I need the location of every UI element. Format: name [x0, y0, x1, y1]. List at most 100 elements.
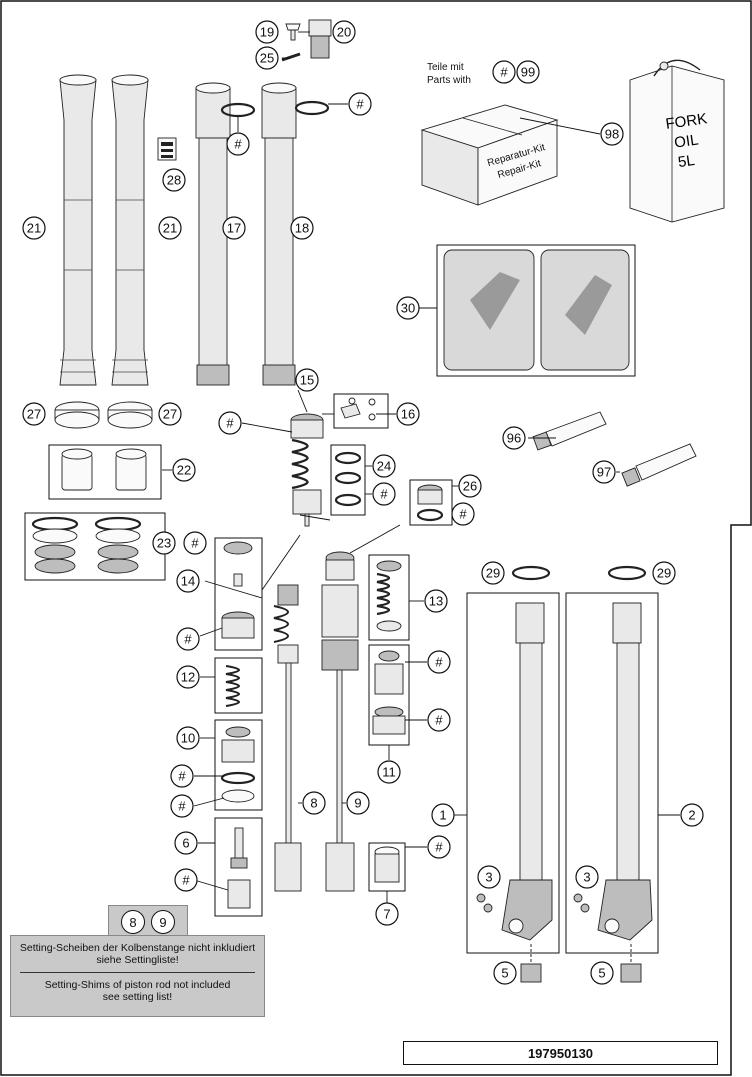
svg-text:12: 12: [181, 670, 195, 685]
o-ring-18: [294, 100, 330, 116]
callout-97: 97: [592, 460, 616, 484]
setting-ref-9: 9: [151, 910, 175, 934]
svg-text:17: 17: [227, 221, 241, 236]
repair-kit-box: [420, 104, 559, 206]
callout-10: 10: [176, 726, 200, 750]
svg-text:#: #: [184, 632, 192, 647]
oil-label-3: 5L: [677, 152, 696, 171]
spring-13: [368, 554, 410, 641]
callout-3a: 3: [477, 865, 501, 889]
svg-text:2: 2: [688, 808, 695, 823]
svg-text:20: 20: [337, 25, 351, 40]
setting-note-en-2: see setting list!: [102, 991, 173, 1003]
callout-hash-23: #: [183, 531, 207, 555]
setting-note-de-2: siehe Settingliste!: [96, 954, 179, 966]
callout-6: 6: [174, 831, 198, 855]
svg-text:#: #: [178, 799, 186, 814]
svg-text:27: 27: [27, 407, 41, 422]
grease-tube-97: [621, 443, 697, 487]
callout-21a: 21: [22, 216, 46, 240]
callout-27a: 27: [22, 402, 46, 426]
svg-text:11: 11: [382, 765, 396, 780]
o-ring-29a: [511, 565, 551, 581]
compression-valve-10: [214, 719, 263, 811]
svg-text:#: #: [226, 416, 234, 431]
callout-19: 19: [255, 20, 279, 44]
rebound-valve-11: [368, 644, 410, 746]
svg-text:22: 22: [177, 463, 191, 478]
callout-hash-18: #: [348, 92, 372, 116]
callout-17: 17: [222, 216, 246, 240]
piston-rod-8: [273, 584, 302, 892]
svg-text:14: 14: [181, 574, 195, 589]
callout-29b: 29: [652, 561, 676, 585]
callout-2: 2: [680, 803, 704, 827]
svg-text:#: #: [178, 769, 186, 784]
svg-text:#: #: [356, 97, 364, 112]
svg-text:7: 7: [383, 907, 390, 922]
o-ring-29b: [607, 565, 647, 581]
kit-note-de: Teile mit: [427, 62, 464, 73]
svg-text:29: 29: [486, 566, 500, 581]
svg-text:19: 19: [260, 25, 274, 40]
decal-sheet-30: [436, 244, 636, 377]
svg-text:30: 30: [401, 301, 415, 316]
plugs-5: [520, 963, 642, 983]
setting-note-refs: 8 9: [108, 905, 188, 939]
grease-tube-96: [532, 411, 607, 451]
svg-text:16: 16: [401, 407, 415, 422]
svg-text:#: #: [435, 655, 443, 670]
callout-26: 26: [458, 474, 482, 498]
callout-27b: 27: [158, 402, 182, 426]
svg-text:99: 99: [521, 65, 535, 80]
callout-96: 96: [502, 426, 526, 450]
svg-text:10: 10: [181, 731, 195, 746]
sticker-part: [157, 137, 177, 161]
fork-oil-can: [629, 59, 725, 223]
callout-98: 98: [600, 122, 624, 146]
callout-1: 1: [431, 803, 455, 827]
svg-text:15: 15: [300, 373, 314, 388]
callout-15: 15: [295, 368, 319, 392]
cartridge-tube-18: [261, 82, 297, 386]
setting-note-en-1: Setting-Shims of piston rod not included: [44, 979, 231, 991]
fork-leg-1: [466, 592, 560, 954]
callout-25: 25: [255, 46, 279, 70]
svg-text:28: 28: [167, 173, 181, 188]
setting-note-de-1: Setting-Scheiben der Kolbenstange nicht …: [19, 942, 256, 954]
callout-99: 99: [516, 60, 540, 84]
svg-text:6: 6: [182, 836, 189, 851]
callout-5a: 5: [493, 961, 517, 985]
bolts-3: [476, 893, 590, 913]
setting-ref-8: 8: [121, 910, 145, 934]
spring-assembly-15: [290, 413, 324, 527]
svg-text:3: 3: [583, 870, 590, 885]
callout-21b: 21: [158, 216, 182, 240]
callout-hash-26: #: [451, 502, 475, 526]
callout-23: 23: [152, 531, 176, 555]
svg-text:#: #: [435, 713, 443, 728]
screw-19: [285, 23, 301, 41]
svg-text:21: 21: [163, 221, 177, 236]
oil-label-2: OIL: [673, 131, 699, 151]
svg-text:23: 23: [157, 536, 171, 551]
svg-text:27: 27: [163, 407, 177, 422]
washer-25: [281, 52, 301, 62]
svg-text:8: 8: [310, 796, 317, 811]
callout-12: 12: [176, 665, 200, 689]
callout-hash-11a: #: [427, 650, 451, 674]
outer-tube-left: [59, 74, 97, 386]
callout-18: 18: [290, 216, 314, 240]
seals-23: [24, 512, 166, 581]
svg-text:13: 13: [429, 594, 443, 609]
oil-label-1: FORK: [665, 110, 709, 133]
svg-text:1: 1: [439, 808, 446, 823]
guide-rings-27: [54, 401, 153, 429]
valve-26: [409, 479, 453, 526]
valve-stem-6: [214, 817, 263, 917]
piston-rod-9: [321, 551, 359, 892]
svg-text:96: 96: [507, 431, 521, 446]
callout-7: 7: [375, 902, 399, 926]
callout-hash-11b: #: [427, 708, 451, 732]
callout-16: 16: [396, 402, 420, 426]
